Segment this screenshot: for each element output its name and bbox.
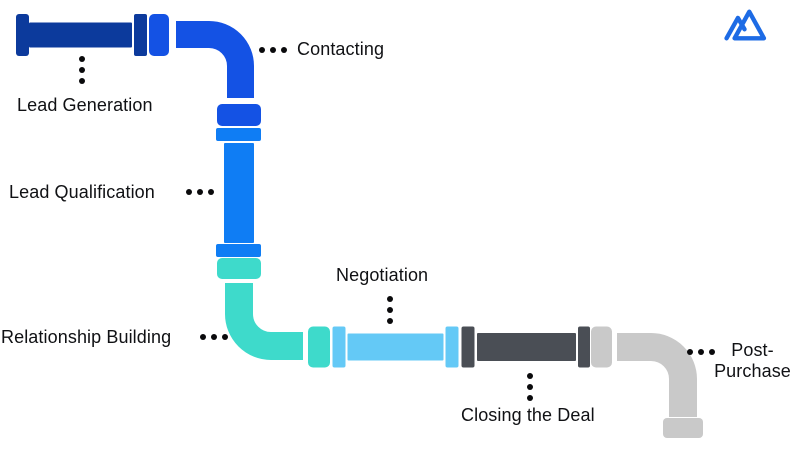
connector-dots-lead-generation bbox=[79, 56, 85, 84]
label-lead-qualification: Lead Qualification bbox=[9, 182, 155, 202]
pipe-lead-generation bbox=[29, 22, 132, 48]
connector-dots-lead-qualification bbox=[186, 189, 214, 195]
label-closing-the-deal: Closing the Deal bbox=[461, 405, 595, 425]
dot bbox=[222, 334, 228, 340]
flange-lead-generation-out bbox=[134, 14, 147, 56]
dot bbox=[79, 56, 85, 62]
pipe-start-cap bbox=[16, 14, 29, 56]
flange-negotiation-in bbox=[332, 326, 346, 368]
dot bbox=[270, 47, 276, 53]
dot bbox=[281, 47, 287, 53]
flange-negotiation-out bbox=[445, 326, 459, 368]
flange-contacting-out bbox=[217, 104, 261, 126]
dot bbox=[387, 296, 393, 302]
elbow-relationship-building bbox=[225, 283, 303, 360]
dot bbox=[211, 334, 217, 340]
dot bbox=[527, 384, 533, 390]
label-contacting: Contacting bbox=[297, 39, 385, 59]
mountain-logo-icon bbox=[724, 9, 767, 41]
label-lead-generation: Lead Generation bbox=[17, 95, 153, 115]
dot bbox=[527, 373, 533, 379]
label-post-purchase-line2: Purchase bbox=[714, 361, 791, 381]
flange-closing-the-deal-in bbox=[461, 326, 475, 368]
connector-dots-post-purchase bbox=[687, 349, 715, 355]
connector-dots-negotiation bbox=[387, 296, 393, 324]
elbow-post-purchase bbox=[617, 333, 697, 417]
pipe-lead-qualification bbox=[224, 143, 254, 243]
connector-dots-contacting bbox=[259, 47, 287, 53]
dot bbox=[208, 189, 214, 195]
label-post-purchase-line1: Post- bbox=[731, 340, 774, 360]
label-negotiation: Negotiation bbox=[336, 265, 429, 285]
flange-relationship-building-in bbox=[217, 258, 261, 279]
connector-dots-relationship-building bbox=[200, 334, 228, 340]
dot bbox=[186, 189, 192, 195]
dot bbox=[527, 395, 533, 401]
dot bbox=[698, 349, 704, 355]
dot bbox=[200, 334, 206, 340]
dot bbox=[387, 307, 393, 313]
flange-contacting-in bbox=[149, 14, 169, 56]
flange-post-purchase-in bbox=[591, 326, 612, 368]
dot bbox=[709, 349, 715, 355]
dot bbox=[687, 349, 693, 355]
dot bbox=[79, 78, 85, 84]
label-post-purchase: Post- Purchase bbox=[705, 340, 800, 382]
pipe-closing-the-deal bbox=[477, 333, 576, 361]
elbow-contacting bbox=[176, 21, 254, 98]
pipe-negotiation bbox=[347, 333, 444, 361]
label-relationship-building: Relationship Building bbox=[1, 327, 172, 347]
dot bbox=[259, 47, 265, 53]
flange-lead-qualification-out bbox=[216, 244, 261, 257]
flange-lead-qualification-in bbox=[216, 128, 261, 141]
dot bbox=[387, 318, 393, 324]
flange-closing-the-deal-out bbox=[578, 326, 590, 368]
dot bbox=[197, 189, 203, 195]
pipe-end-cap bbox=[663, 418, 703, 438]
dot bbox=[79, 67, 85, 73]
flange-relationship-building-out bbox=[308, 326, 330, 368]
connector-dots-closing-the-deal bbox=[527, 373, 533, 401]
